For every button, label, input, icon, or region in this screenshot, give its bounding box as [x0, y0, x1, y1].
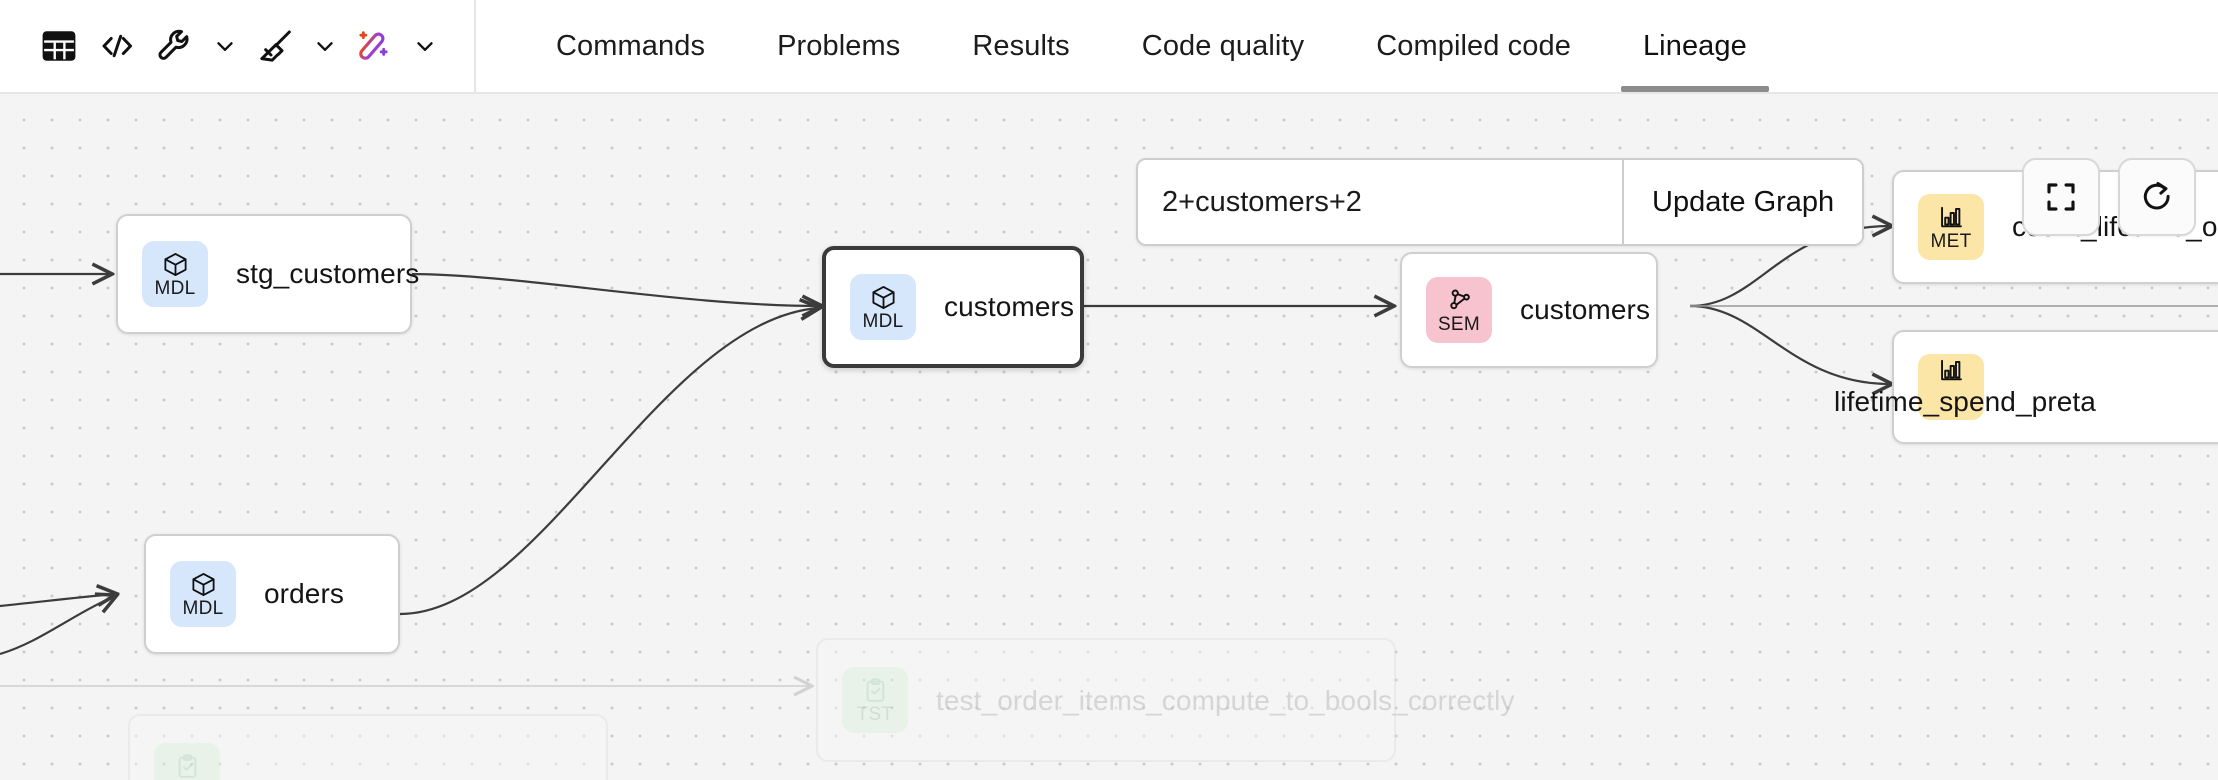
- lineage-node-orders[interactable]: MDL orders: [144, 534, 400, 654]
- lineage-node-test-order-items[interactable]: TST test_order_items_compute_to_bools_co…: [816, 638, 1515, 762]
- network-graph-icon: [1446, 286, 1473, 314]
- node-kind-badge-met: lifetime_spend_preta: [1834, 354, 2096, 420]
- badge-code: MDL: [862, 311, 904, 332]
- tab-results[interactable]: Results: [936, 0, 1105, 92]
- tab-problems[interactable]: Problems: [741, 0, 936, 92]
- clipboard-check-icon: [174, 752, 201, 780]
- tab-label: Results: [972, 29, 1070, 62]
- tab-label: Code quality: [1141, 29, 1305, 62]
- lineage-canvas[interactable]: MDL stg_customers MDL orders: [0, 94, 2218, 780]
- cube-icon: [190, 570, 217, 598]
- lineage-node-customers-semantic[interactable]: SEM customers: [1400, 252, 1658, 368]
- lineage-search-bar: Update Graph: [1136, 158, 1865, 246]
- node-kind-badge-mdl: MDL: [142, 241, 208, 307]
- magic-wand-icon[interactable]: [346, 15, 404, 77]
- top-toolbar: Commands Problems Results Code quality C…: [0, 0, 2218, 94]
- lineage-node-test-partial[interactable]: TST: [128, 714, 608, 780]
- clipboard-check-icon: [862, 676, 889, 704]
- magic-wand-chevron-down-icon[interactable]: [404, 15, 446, 77]
- node-kind-badge-sem: SEM: [1426, 277, 1492, 343]
- node-kind-badge-mdl: MDL: [170, 561, 236, 627]
- node-label: stg_customers: [236, 258, 420, 289]
- lineage-node-lifetime-spend-pretax[interactable]: lifetime_spend_preta: [1834, 330, 2218, 444]
- tab-label: Compiled code: [1376, 29, 1571, 62]
- badge-code: TST: [856, 704, 894, 725]
- lineage-node-stg-customers[interactable]: MDL stg_customers: [116, 214, 419, 334]
- node-kind-badge-mdl: MDL: [850, 274, 916, 340]
- bar-chart-icon: [1938, 203, 1965, 231]
- wrench-icon[interactable]: [146, 15, 204, 77]
- badge-code: MDL: [182, 598, 224, 619]
- node-label: lifetime_spend_preta: [1834, 385, 2096, 417]
- lineage-search-input[interactable]: [1138, 160, 1622, 244]
- tab-code-quality[interactable]: Code quality: [1106, 0, 1340, 92]
- update-graph-button[interactable]: Update Graph: [1622, 160, 1863, 244]
- badge-code: MET: [1930, 231, 1972, 252]
- badge-code: SEM: [1437, 314, 1481, 335]
- node-kind-badge-tst: TST: [154, 743, 220, 780]
- refresh-icon[interactable]: [2118, 158, 2196, 236]
- lineage-node-customers-model[interactable]: MDL customers: [822, 246, 1084, 368]
- toolbar-divider: [474, 0, 476, 92]
- tab-label: Problems: [777, 29, 901, 62]
- table-view-icon[interactable]: [30, 15, 88, 77]
- tab-lineage[interactable]: Lineage: [1607, 0, 1783, 92]
- wrench-chevron-down-icon[interactable]: [204, 15, 246, 77]
- node-label: customers: [944, 291, 1075, 322]
- tab-bar: Commands Problems Results Code quality C…: [520, 0, 1783, 92]
- tab-label: Lineage: [1642, 29, 1747, 62]
- node-label: orders: [264, 578, 344, 609]
- fit-view-icon[interactable]: [2022, 158, 2100, 236]
- tab-compiled-code[interactable]: Compiled code: [1340, 0, 1607, 92]
- code-icon[interactable]: [88, 15, 146, 77]
- node-kind-badge-tst: TST: [842, 667, 908, 733]
- broom-chevron-down-icon[interactable]: [304, 15, 346, 77]
- canvas-controls: [2022, 158, 2196, 236]
- broom-icon[interactable]: [246, 15, 304, 77]
- cube-icon: [162, 250, 189, 278]
- node-label: test_order_items_compute_to_bools_correc…: [936, 684, 1515, 716]
- cube-icon: [870, 283, 897, 311]
- node-label: customers: [1520, 294, 1651, 325]
- bar-chart-icon: [1938, 357, 1965, 385]
- tab-label: Commands: [556, 29, 706, 62]
- tab-commands[interactable]: Commands: [520, 0, 741, 92]
- node-kind-badge-met: MET: [1918, 194, 1984, 260]
- badge-code: MDL: [154, 278, 196, 299]
- editor-tool-group: [0, 0, 446, 92]
